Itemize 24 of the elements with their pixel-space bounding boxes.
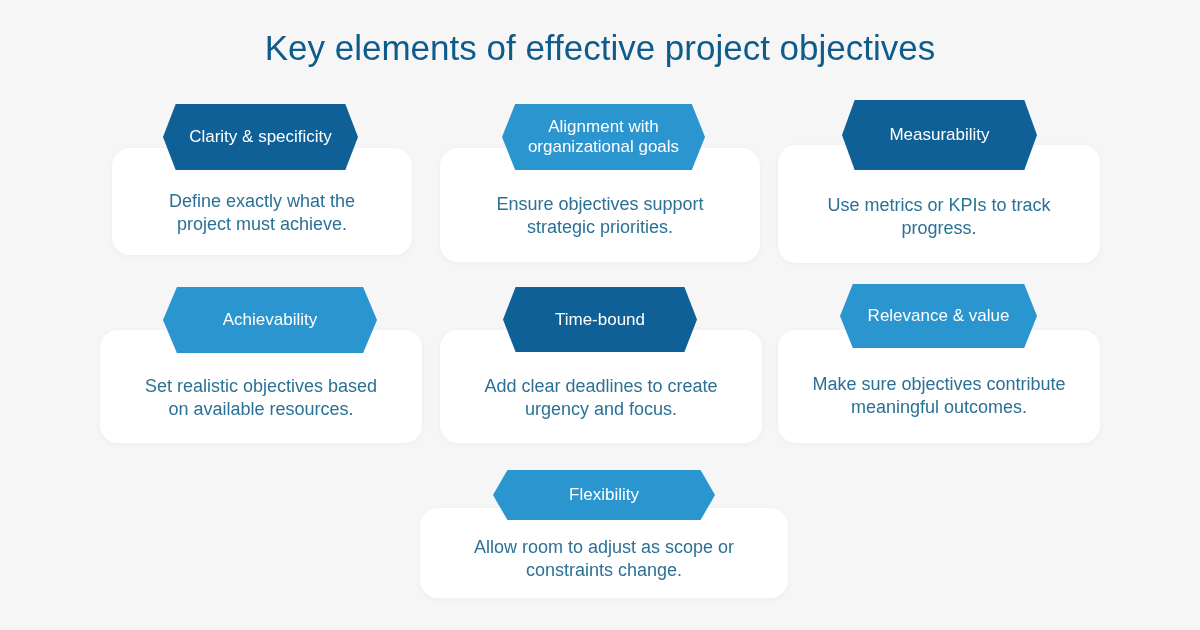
- card: [778, 330, 1100, 443]
- hexagon-banner: [840, 284, 1037, 348]
- card-description: Ensure objectives support strategic priorities.: [495, 193, 705, 239]
- banner-heading: Flexibility: [569, 485, 639, 505]
- hexagon-banner: [493, 470, 715, 520]
- banner-heading: Clarity & specificity: [189, 127, 332, 147]
- hexagon-banner: [503, 287, 697, 352]
- hexagon-banner: [163, 104, 358, 170]
- banner-heading: Time-bound: [554, 309, 646, 330]
- card-description: Set realistic objectives based on available resources.: [143, 375, 379, 421]
- banner-heading: Relevance & value: [867, 306, 1010, 326]
- card: [420, 508, 788, 598]
- card-description: Add clear deadlines to create urgency and focus.: [483, 374, 719, 421]
- card-description: Use metrics or KPIs to track progress.: [826, 193, 1052, 240]
- banner-heading: Measurability: [889, 125, 990, 145]
- banner-heading: Achievability: [222, 310, 318, 330]
- card-description: Make sure objectives contribute meaningful outcomes.: [811, 372, 1067, 419]
- title: Key elements of effective project objectives: [264, 28, 936, 68]
- card-description: Define exactly what the project must achieve.: [167, 189, 357, 236]
- hexagon-banner: [842, 100, 1037, 170]
- hexagon-banner: [502, 104, 705, 170]
- banner-heading: Alignment with organizational goals: [526, 117, 681, 157]
- card-description: Allow room to adjust as scope or constraints change.: [472, 536, 736, 582]
- hexagon-banner: [163, 287, 377, 353]
